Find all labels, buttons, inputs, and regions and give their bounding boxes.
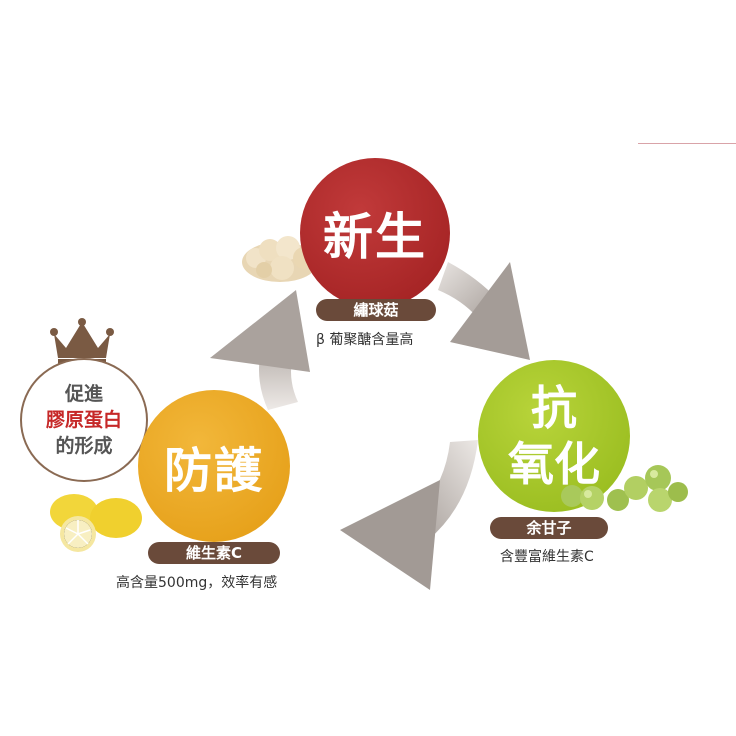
antioxidant-benefit: 含豐富維生素C [500, 549, 594, 565]
protection-title: 防護 [163, 443, 264, 499]
amla-fruit-image [561, 465, 688, 512]
badge-circle: 促進 膠原蛋白 的形成 [20, 358, 148, 482]
antioxidant-circle: 抗 氧化 [478, 360, 630, 512]
renewal-circle: 新生 [300, 158, 450, 308]
badge-line-2: 膠原蛋白 [45, 409, 122, 431]
decorative-line [638, 143, 736, 144]
badge-line-3: 的形成 [55, 435, 113, 457]
renewal-title: 新生 [323, 207, 427, 266]
protection-circle: 防護 [138, 390, 290, 542]
mushroom-image [242, 236, 318, 282]
arrow-renewal-to-antioxidant [438, 262, 530, 360]
arrow-protection-to-renewal [210, 290, 310, 410]
collagen-badge: 促進 膠原蛋白 的形成 [16, 318, 156, 482]
lemon-image [50, 494, 142, 552]
badge-line-1: 促進 [64, 383, 103, 405]
antioxidant-title-line-1: 抗 [531, 381, 577, 435]
protection-benefit: 高含量500mg，效率有感 [116, 575, 278, 591]
renewal-benefit: β 葡聚醣含量高 [316, 332, 414, 348]
renewal-ingredient-tag: 繡球菇 [316, 299, 436, 321]
arrow-antioxidant-to-protection [340, 440, 478, 590]
protection-ingredient-tag: 維生素C [148, 542, 280, 564]
antioxidant-title-line-2: 氧化 [508, 437, 600, 491]
antioxidant-ingredient-tag: 余甘子 [490, 517, 608, 539]
